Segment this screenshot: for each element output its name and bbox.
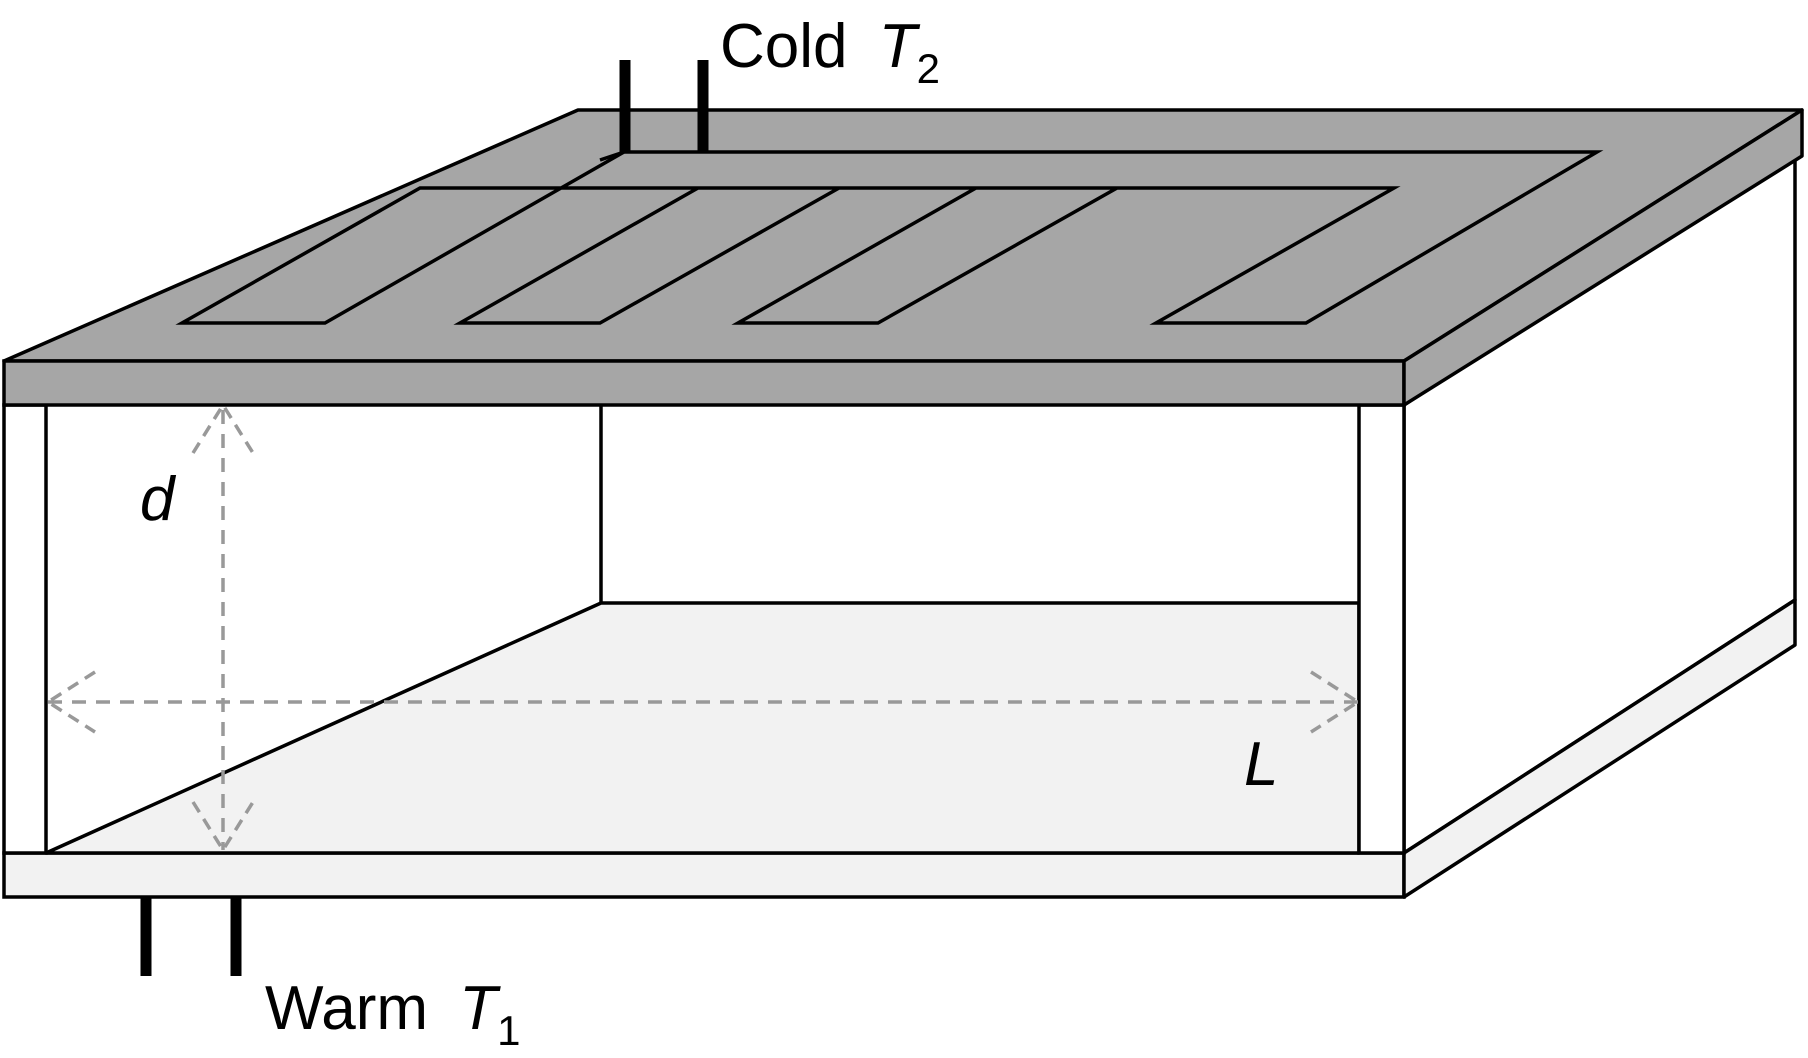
warm-temperature-symbol: T — [459, 974, 501, 1043]
right-front-pillar — [1357, 403, 1406, 855]
length-label: L — [1244, 730, 1278, 799]
interior-floor — [44, 601, 1361, 855]
cold-temperature-symbol: T — [879, 12, 921, 81]
top-plate-front — [2, 359, 1406, 407]
cold-label: Cold T2 — [720, 12, 940, 92]
height-dimension-arrow — [191, 401, 255, 854]
cold-temperature-subscript: 2 — [917, 45, 940, 92]
bottom-plate-side — [1402, 598, 1797, 899]
cooling-channel — [175, 60, 1604, 325]
left-front-pillar — [2, 403, 48, 855]
length-dimension-arrow — [44, 670, 1362, 734]
cooling-channel-inlet — [599, 150, 625, 162]
bottom-plate-front — [2, 851, 1406, 899]
height-label: d — [140, 465, 177, 534]
top-plate-side — [1402, 108, 1804, 407]
warm-label: Warm T1 — [265, 974, 520, 1054]
warm-temperature-subscript: 1 — [497, 1007, 520, 1054]
